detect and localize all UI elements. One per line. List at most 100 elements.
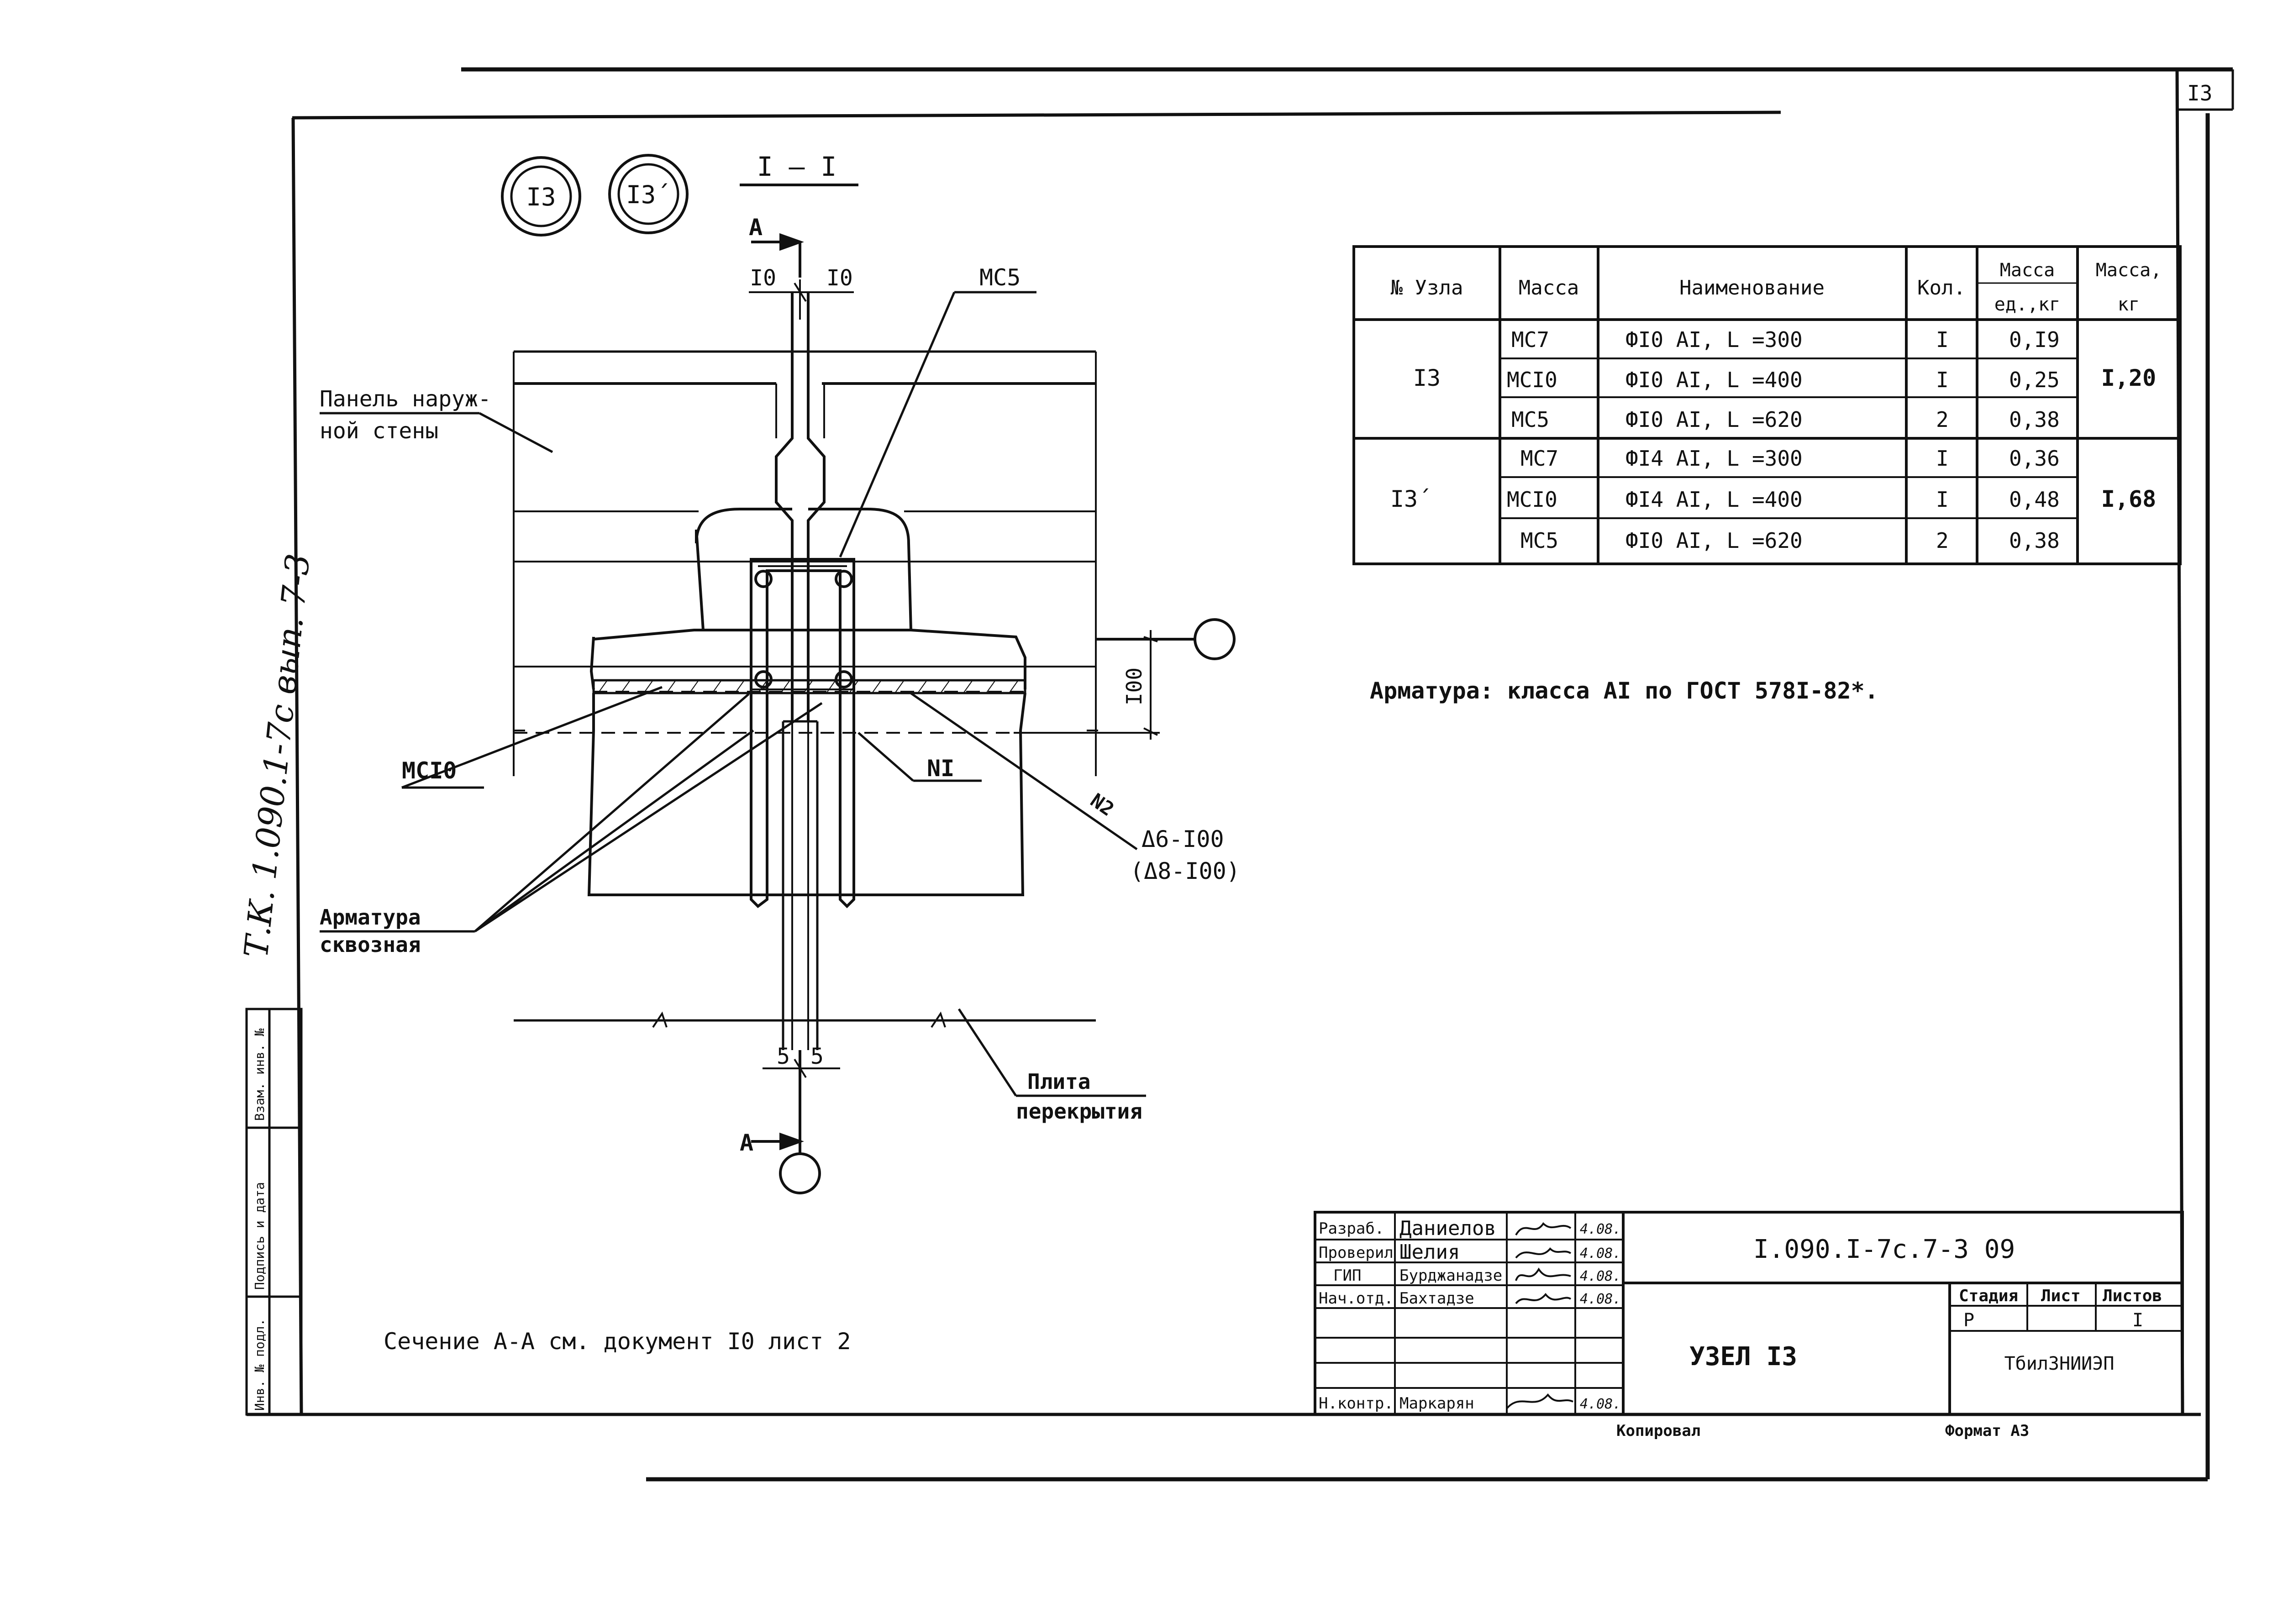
section-arrow-bottom: А: [740, 1130, 753, 1156]
callout-slab-line1: Плита: [1027, 1069, 1090, 1094]
tb-role: Нач.отд.: [1319, 1289, 1394, 1308]
node-marker-13-prime: I3´: [608, 154, 689, 234]
spec-table: [1352, 245, 2182, 565]
drawing-title: УЗЕЛ I3: [1689, 1342, 1797, 1372]
tb-sheets: I: [2132, 1310, 2143, 1331]
callout-rebar-line2: сквозная: [320, 932, 421, 957]
spec-unit: 0,38: [2009, 528, 2060, 553]
tb-role: ГИП: [1333, 1267, 1361, 1285]
side-stamp-strip: [245, 1008, 303, 1416]
spec-name: ФI0 АI, L =400: [1625, 368, 1803, 392]
footer-copy: Копировал: [1616, 1422, 1700, 1440]
organization: ТбилЗНИИЭП: [2004, 1353, 2115, 1374]
callout-weld-size: Δ6-I00: [1142, 826, 1224, 852]
spec-qty: 2: [1936, 407, 1949, 432]
node-marker-13-prime-label: I3´: [626, 180, 671, 209]
tb-role: Н.контр.: [1319, 1394, 1394, 1413]
callout-panel-line2: ной стены: [320, 418, 438, 444]
node-marker-13: I3: [501, 156, 581, 237]
spec-qty: I: [1936, 446, 1949, 471]
tb-date: 4.08.: [1580, 1396, 1621, 1412]
sheet-number: I3: [2187, 81, 2212, 105]
spec-header-mark: Масса: [1519, 276, 1579, 300]
callout-weld-alt: (Δ8-I00): [1130, 858, 1240, 884]
tb-date: 4.08.: [1580, 1291, 1621, 1307]
spec-total: I,20: [2101, 365, 2156, 391]
tb-date: 4.08.: [1580, 1268, 1621, 1284]
tb-name: Бурджанадзе: [1399, 1267, 1502, 1285]
tb-date: 4.08.: [1580, 1246, 1621, 1261]
spec-total: I,68: [2101, 486, 2156, 512]
dim-top-left: I0: [750, 265, 776, 291]
footer-format: Формат А3: [1945, 1422, 2029, 1440]
spec-node: I3´: [1390, 486, 1431, 512]
spec-name: ФI4 АI, L =300: [1625, 446, 1803, 471]
section-arrow-top: А: [749, 214, 763, 241]
spec-qty: I: [1936, 487, 1949, 512]
spec-header-qty: Кол.: [1917, 276, 1966, 300]
callout-rebar-line1: Арматура: [320, 905, 421, 930]
tb-name: Шелия: [1399, 1240, 1460, 1264]
callout-slab-line2: перекрытия: [1016, 1099, 1142, 1124]
note-rebar: Арматура: класса АI по ГОСТ 578I-82*.: [1370, 678, 1878, 704]
spec-unit: 0,I9: [2009, 327, 2060, 352]
spec-name: ФI0 АI, L =300: [1625, 327, 1803, 352]
spec-header-node: № Узла: [1391, 276, 1463, 300]
tb-name: Даниелов: [1399, 1217, 1496, 1240]
spec-name: ФI4 АI, L =400: [1625, 487, 1803, 512]
spec-header-total-mass: Масса,: [2096, 260, 2162, 281]
spec-mark: МС5: [1520, 528, 1558, 553]
spec-node: I3: [1413, 365, 1441, 391]
dim-bottom-left: 5: [777, 1044, 790, 1069]
spec-table-header: № Узла Масса Наименование Кол. Масса ед.…: [1391, 260, 2162, 315]
sheet-frame: [247, 67, 2234, 1482]
spec-header-name: Наименование: [1679, 276, 1825, 300]
tb-name: Бахтадзе: [1399, 1289, 1474, 1308]
tb-date: 4.08.: [1580, 1221, 1621, 1237]
callout-n1: NI: [927, 755, 954, 782]
spec-header-total-mass-sub: кг: [2118, 294, 2140, 315]
tb-name: Маркарян: [1399, 1394, 1474, 1413]
callout-panel-line1: Панель наруж-: [320, 386, 491, 412]
section-title: I – I: [757, 151, 837, 182]
tb-role: Проверил: [1319, 1244, 1394, 1262]
spec-header-unit-mass: Масса: [2000, 260, 2055, 281]
spec-mark: МС7: [1511, 327, 1549, 352]
spec-name: ФI0 АI, L =620: [1625, 407, 1803, 432]
side-stamp-handwritten: Т.К. 1.090.1-7с вып. 7-3: [237, 552, 317, 960]
side-col-inv: Инв. № подл.: [252, 1319, 267, 1411]
spec-unit: 0,36: [2009, 446, 2060, 471]
spec-qty: 2: [1936, 528, 1949, 553]
title-block-signatures: Разраб. Проверил ГИП Нач.отд. Н.контр. Д…: [1319, 1217, 1621, 1413]
tb-sheet-label: Лист: [2041, 1287, 2081, 1305]
dim-bottom-right: 5: [810, 1044, 824, 1069]
title-block-signature-scribbles: [1506, 1222, 1573, 1409]
doc-code: I.090.I-7с.7-3 09: [1753, 1235, 2015, 1264]
dim-height: I00: [1122, 667, 1147, 705]
node-marker-13-label: I3: [526, 183, 556, 211]
tb-stage-label: Стадия: [1959, 1287, 2018, 1305]
spec-group-13: I3 I,20 МС7 ФI0 АI, L =300 I 0,I9 МСI0 Ф…: [1413, 327, 2156, 432]
spec-mark: МС7: [1520, 446, 1558, 471]
leader-lines: [320, 291, 1146, 1097]
tb-stage: Р: [1963, 1310, 1974, 1331]
spec-unit: 0,48: [2009, 487, 2060, 512]
dim-top-right: I0: [826, 265, 853, 291]
spec-unit: 0,25: [2009, 368, 2060, 392]
spec-name: ФI0 АI, L =620: [1625, 528, 1803, 553]
spec-mark: МСI0: [1507, 487, 1557, 512]
spec-mark: МСI0: [1507, 368, 1557, 392]
title-block: [1314, 1211, 2184, 1416]
spec-qty: I: [1936, 327, 1949, 352]
tb-sheets-label: Листов: [2103, 1287, 2162, 1305]
spec-qty: I: [1936, 368, 1949, 392]
note-section: Сечение А-А см. документ I0 лист 2: [384, 1328, 851, 1355]
spec-unit: 0,38: [2009, 407, 2060, 432]
callout-mc10: МСI0: [402, 757, 457, 784]
tb-role: Разраб.: [1319, 1219, 1384, 1238]
spec-group-13-prime: I3´ I,68 МС7 ФI4 АI, L =300 I 0,36 МСI0 …: [1390, 446, 2156, 553]
spec-header-unit-mass-sub: ед.,кг: [1994, 294, 2061, 315]
callout-weld-n2: N2: [1086, 789, 1118, 820]
callout-mc5: МС5: [979, 264, 1021, 291]
